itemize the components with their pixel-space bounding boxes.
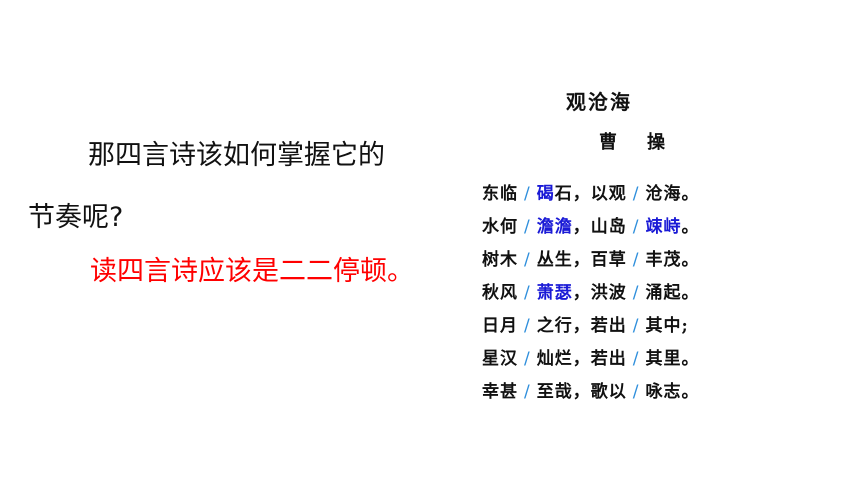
poem-segment: 百草 xyxy=(590,250,627,270)
poem-segment: 涌起。 xyxy=(645,283,700,303)
pause-slash: / xyxy=(632,283,640,303)
pause-slash: / xyxy=(632,250,640,270)
highlighted-word: 碣 xyxy=(536,184,555,204)
author-second-char: 操 xyxy=(647,132,665,153)
poem-segment: 幸甚 xyxy=(482,382,518,402)
poem-line: 幸甚/至哉，歌以/咏志。 xyxy=(482,376,699,409)
pause-slash: / xyxy=(524,250,531,270)
pause-slash: / xyxy=(524,382,531,402)
poem-segment: 。 xyxy=(681,217,700,237)
poem-line: 秋风/萧瑟，洪波/涌起。 xyxy=(482,277,699,310)
highlighted-word: 竦峙 xyxy=(645,217,682,237)
poem-segment: 之行， xyxy=(536,316,591,336)
poem-author: 曹操 xyxy=(599,128,665,154)
poem-segment: 秋风 xyxy=(482,283,518,303)
poem-segment: 星汉 xyxy=(482,349,518,369)
poem-segment: 沧海。 xyxy=(645,184,700,204)
poem-segment: 东临 xyxy=(482,184,518,204)
pause-slash: / xyxy=(524,217,531,237)
pause-slash: / xyxy=(524,316,531,336)
poem-title: 观沧海 xyxy=(566,90,632,114)
poem-segment: 水何 xyxy=(482,217,518,237)
poem-line: 东临/碣石，以观/沧海。 xyxy=(482,178,699,211)
poem-body: 东临/碣石，以观/沧海。 水何/澹澹，山岛/竦峙。 树木/丛生，百草/丰茂。 秋… xyxy=(482,178,699,409)
pause-slash: / xyxy=(632,217,640,237)
poem-segment: 灿烂， xyxy=(536,349,591,369)
poem-segment: ， xyxy=(572,283,591,303)
poem-segment: 以观 xyxy=(590,184,627,204)
author-first-char: 曹 xyxy=(599,132,617,153)
pause-slash: / xyxy=(632,349,640,369)
pause-slash: / xyxy=(524,283,531,303)
pause-slash: / xyxy=(524,349,531,369)
poem-segment: ， xyxy=(572,217,591,237)
poem-segment: 洪波 xyxy=(590,283,627,303)
poem-segment: 石， xyxy=(554,184,591,204)
question-text: 那四言诗该如何掌握它的 节奏呢? xyxy=(28,136,428,238)
poem-line: 日月/之行，若出/其中; xyxy=(482,310,699,343)
poem-segment: 若出 xyxy=(590,316,627,336)
question-line-1: 那四言诗该如何掌握它的 xyxy=(88,140,385,171)
poem-segment: 日月 xyxy=(482,316,518,336)
poem-segment: 歌以 xyxy=(590,382,627,402)
poem-segment: 咏志。 xyxy=(645,382,700,402)
poem-segment: 丛生， xyxy=(536,250,591,270)
poem-segment: 至哉， xyxy=(536,382,591,402)
poem-segment: 若出 xyxy=(590,349,627,369)
poem-line: 树木/丛生，百草/丰茂。 xyxy=(482,244,699,277)
highlighted-word: 澹澹 xyxy=(536,217,573,237)
poem-line: 水何/澹澹，山岛/竦峙。 xyxy=(482,211,699,244)
poem-segment: 丰茂。 xyxy=(645,250,700,270)
poem-line: 星汉/灿烂，若出/其里。 xyxy=(482,343,699,376)
poem-segment: 树木 xyxy=(482,250,518,270)
poem-segment: 其中; xyxy=(645,316,689,336)
poem-segment: 其里。 xyxy=(645,349,700,369)
highlighted-word: 萧瑟 xyxy=(536,283,573,303)
question-line-2: 节奏呢? xyxy=(28,202,124,233)
pause-slash: / xyxy=(632,382,640,402)
answer-text: 读四言诗应该是二二停顿。 xyxy=(90,256,414,287)
pause-slash: / xyxy=(632,316,640,336)
pause-slash: / xyxy=(524,184,531,204)
poem-segment: 山岛 xyxy=(590,217,627,237)
pause-slash: / xyxy=(632,184,640,204)
